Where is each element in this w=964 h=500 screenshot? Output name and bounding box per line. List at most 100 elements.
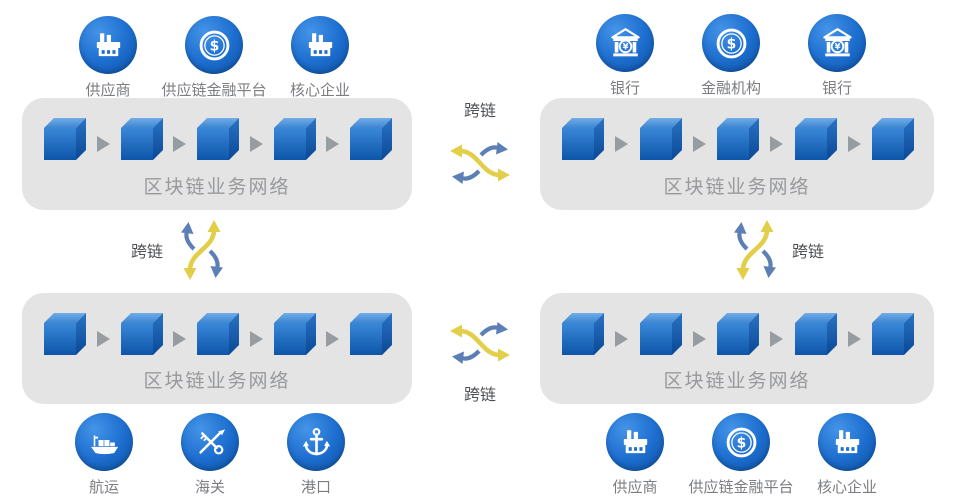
blockchain-network-box-bottom-right: 区块链业务网络 xyxy=(540,293,934,404)
entity-row-top-right: 银行 金融机构 银行 xyxy=(572,14,890,98)
entity-label: 海关 xyxy=(194,478,225,496)
entity-label: 核心企业 xyxy=(289,81,350,99)
cross-chain-label: 跨链 xyxy=(463,385,496,404)
coin-dollar-icon xyxy=(712,413,770,471)
cross-arrows-icon xyxy=(448,138,512,188)
flow-arrow-icon xyxy=(847,331,861,347)
cross-chain-label: 跨链 xyxy=(792,242,825,261)
blockchain-network-box-bottom-left: 区块链业务网络 xyxy=(22,293,412,404)
entity-label: 银行 xyxy=(609,79,640,97)
blockchain-cube-icon xyxy=(350,118,392,160)
cross-chain-connector-right: 跨链 xyxy=(730,218,824,282)
cross-chain-connector-left: 跨链 xyxy=(131,218,227,282)
entity-core-enterprise: 核心企业 xyxy=(267,16,373,100)
flow-arrow-icon xyxy=(249,331,263,347)
network-box-label: 区块链业务网络 xyxy=(663,370,811,392)
blockchain-network-box-top-left: 区块链业务网络 xyxy=(22,98,412,210)
factory-icon xyxy=(291,16,349,74)
entity-label: 港口 xyxy=(300,478,331,496)
cross-arrows-icon xyxy=(448,318,512,368)
entity-bank: 银行 xyxy=(572,14,678,98)
blockchain-cube-icon xyxy=(350,313,392,355)
blockchain-cube-icon xyxy=(197,118,239,160)
blockchain-cube-icon xyxy=(639,313,682,355)
entity-label: 供应商 xyxy=(612,478,658,496)
network-box-label: 区块链业务网络 xyxy=(143,176,291,198)
flow-arrow-icon xyxy=(770,331,784,347)
flow-arrow-icon xyxy=(692,331,706,347)
entity-supplier: 供应商 xyxy=(55,16,161,100)
entity-shipping: 航运 xyxy=(51,413,157,497)
flow-arrow-icon xyxy=(847,136,861,152)
entity-customs: 海关 xyxy=(157,413,263,497)
blockchain-cube-icon xyxy=(197,313,239,355)
flow-arrow-icon xyxy=(615,136,629,152)
blockchain-cubes-row xyxy=(42,312,394,357)
network-box-label: 区块链业务网络 xyxy=(143,370,291,392)
entity-finance-platform: 供应链金融平台 xyxy=(161,16,267,100)
factory-icon xyxy=(818,413,876,471)
blockchain-cube-icon xyxy=(717,118,759,160)
flow-arrow-icon xyxy=(249,136,263,152)
blockchain-cube-icon xyxy=(717,313,759,355)
bank-yen-icon xyxy=(596,14,654,72)
bank-yen-icon xyxy=(808,14,866,72)
flow-arrow-icon xyxy=(770,136,784,152)
entity-label: 核心企业 xyxy=(816,478,877,496)
entity-row-top-left: 供应商 供应链金融平台 核心企业 xyxy=(55,16,373,100)
entity-port: 港口 xyxy=(263,413,369,497)
blockchain-cube-icon xyxy=(562,118,604,160)
cross-arrows-icon xyxy=(730,218,780,282)
blockchain-cubes-row xyxy=(560,312,916,357)
entity-label: 供应商 xyxy=(85,81,131,99)
flow-arrow-icon xyxy=(615,331,629,347)
flow-arrow-icon xyxy=(326,136,340,152)
flow-arrow-icon xyxy=(326,331,340,347)
flow-arrow-icon xyxy=(692,136,706,152)
flow-arrow-icon xyxy=(173,136,187,152)
factory-icon xyxy=(606,413,664,471)
cross-chain-label: 跨链 xyxy=(131,242,164,261)
entity-core-enterprise: 核心企业 xyxy=(794,413,900,497)
blockchain-cube-icon xyxy=(44,313,86,355)
coin-dollar-icon xyxy=(185,16,243,74)
blockchain-cubes-row xyxy=(42,117,394,162)
flow-arrow-icon xyxy=(173,331,187,347)
entity-financial-institution: 金融机构 xyxy=(678,14,784,98)
blockchain-cube-icon xyxy=(273,313,316,355)
entity-row-bottom-right: 供应商 供应链金融平台 核心企业 xyxy=(582,413,900,497)
network-box-label: 区块链业务网络 xyxy=(663,176,811,198)
entity-bank: 银行 xyxy=(784,14,890,98)
blockchain-cube-icon xyxy=(872,313,914,355)
anchor-icon xyxy=(287,413,345,471)
cross-chain-label: 跨链 xyxy=(463,101,496,120)
entity-label: 航运 xyxy=(88,478,119,496)
entity-row-bottom-left: 航运 海关 港口 xyxy=(51,413,369,497)
blockchain-cube-icon xyxy=(273,118,316,160)
entity-label: 银行 xyxy=(821,79,852,97)
blockchain-cube-icon xyxy=(562,313,604,355)
cross-chain-connector-bottom: 跨链 xyxy=(448,318,512,405)
blockchain-cubes-row xyxy=(560,117,916,162)
entity-label: 供应链金融平台 xyxy=(161,81,267,99)
blockchain-cube-icon xyxy=(872,118,914,160)
entity-label: 供应链金融平台 xyxy=(688,478,794,496)
entity-finance-platform: 供应链金融平台 xyxy=(688,413,794,497)
cross-chain-connector-top: 跨链 xyxy=(448,97,512,188)
entity-label: 金融机构 xyxy=(700,79,761,97)
flow-arrow-icon xyxy=(96,136,110,152)
coin-dollar-icon xyxy=(702,14,760,72)
customs-icon xyxy=(181,413,239,471)
blockchain-network-box-top-right: 区块链业务网络 xyxy=(540,98,934,210)
blockchain-cube-icon xyxy=(44,118,86,160)
flow-arrow-icon xyxy=(96,331,110,347)
cross-arrows-icon xyxy=(177,218,227,282)
factory-icon xyxy=(79,16,137,74)
cargo-ship-icon xyxy=(75,413,133,471)
blockchain-cube-icon xyxy=(794,313,837,355)
entity-supplier: 供应商 xyxy=(582,413,688,497)
blockchain-cube-icon xyxy=(639,118,682,160)
blockchain-cube-icon xyxy=(794,118,837,160)
blockchain-cube-icon xyxy=(120,118,163,160)
